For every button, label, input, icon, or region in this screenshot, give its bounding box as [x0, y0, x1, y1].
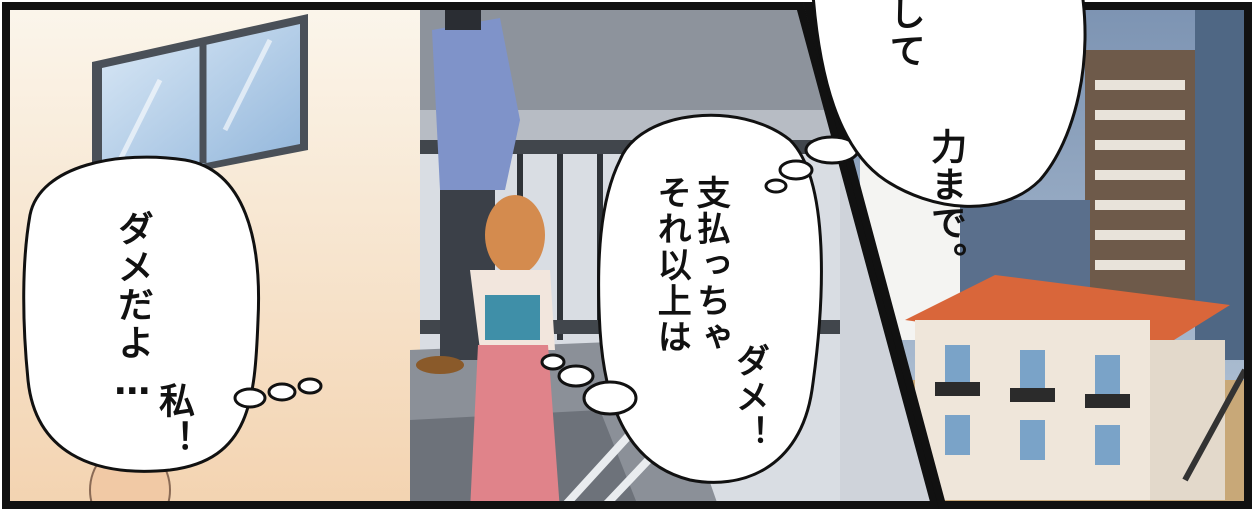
thought-bubble-left — [22, 155, 323, 473]
speech-bubble-top — [811, 0, 1087, 208]
bubble-center-line-3: ダメ！ — [729, 343, 770, 451]
apartment-building — [905, 275, 1248, 500]
thought-bubble-center-text: ダメ！支払っちゃそれ以上は — [612, 175, 807, 451]
bubble-top-line-2: 力まで。 — [925, 128, 967, 280]
speech-bubble-top-text: 力まで。 〜して — [842, 0, 1008, 280]
bubble-left-line-1: ダメだよ… — [111, 210, 153, 405]
window — [92, 14, 308, 192]
bubble-center-line-2: 支払っちゃ — [690, 175, 731, 355]
tall-building — [1085, 50, 1195, 320]
man-figure — [416, 6, 520, 374]
thought-bubble-center — [540, 113, 860, 484]
woman-figure — [470, 195, 560, 505]
bubble-left-line-2: 私！ — [153, 382, 195, 458]
bubble-center-line-1: それ以上は — [651, 175, 692, 355]
thought-bubble-left-text: 私！ダメだよ… — [70, 210, 236, 458]
bubble-top-line-1: 〜して — [883, 0, 925, 70]
